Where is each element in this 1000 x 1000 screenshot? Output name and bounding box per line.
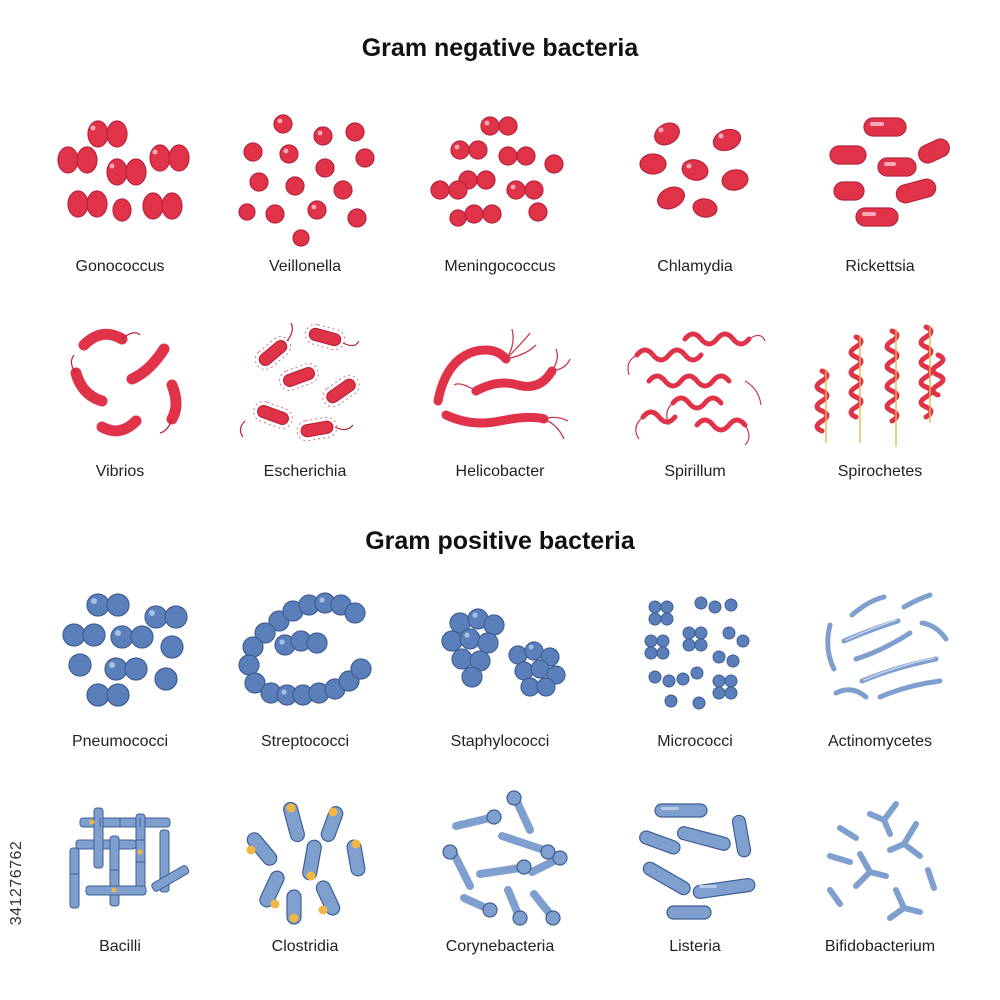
diplococci-cluster-icon — [57, 120, 190, 222]
cocci-scatter-icon — [238, 114, 375, 247]
bacteria-card-gonococcus: Gonococcus — [30, 110, 210, 290]
short-rods-icon — [829, 117, 950, 227]
bacteria-card-corynebacteria: Corynebacteria — [410, 790, 590, 970]
bacteria-label: Clostridia — [271, 938, 339, 955]
bacteria-label: Escherichia — [263, 463, 347, 480]
bacteria-label: Bifidobacterium — [824, 938, 936, 955]
curved-rods-icon — [70, 328, 182, 437]
diplococci-group-icon — [430, 116, 564, 227]
stock-id-text: 341276762 — [8, 840, 25, 926]
bacteria-card-helicobacter: Helicobacter — [410, 315, 590, 495]
bacteria-card-listeria: Listeria — [605, 790, 785, 970]
bacteria-label: Pneumococci — [71, 733, 169, 750]
spore-rods-icon — [246, 801, 366, 925]
thin-filaments-icon — [825, 592, 949, 700]
bacteria-card-meningococcus: Meningococcus — [410, 110, 590, 290]
gram-negative-title: Gram negative bacteria — [361, 34, 639, 62]
bacteria-label: Chlamydia — [657, 258, 733, 275]
bacteria-label: Meningococcus — [444, 258, 556, 275]
smooth-rods-icon — [639, 803, 756, 920]
bacteria-label: Veillonella — [268, 258, 342, 275]
wavy-spirals-icon — [627, 331, 766, 446]
bacteria-label: Micrococci — [657, 733, 733, 750]
bacteria-card-streptococci: Streptococci — [215, 585, 395, 765]
bacteria-card-rickettsia: Rickettsia — [790, 110, 970, 290]
bacteria-label: Spirochetes — [837, 463, 923, 480]
bacteria-card-staphylococci: Staphylococci — [410, 585, 590, 765]
bacteria-card-chlamydia: Chlamydia — [605, 110, 785, 290]
bacteria-label: Listeria — [669, 938, 721, 955]
bacteria-label: Streptococci — [260, 733, 350, 750]
oval-cells-icon — [639, 122, 749, 218]
tetrad-cocci-icon — [644, 596, 750, 710]
bacteria-card-spirochetes: Spirochetes — [790, 315, 970, 495]
bacteria-label: Gonococcus — [75, 258, 165, 275]
bacteria-card-pneumococci: Pneumococci — [30, 585, 210, 765]
bacteria-card-vibrios: Vibrios — [30, 315, 210, 495]
bacteria-label: Corynebacteria — [445, 938, 555, 955]
cocci-chains-icon — [238, 592, 372, 706]
bacteria-label: Vibrios — [95, 463, 145, 480]
branched-rods-icon — [827, 801, 937, 921]
bacteria-card-actinomycetes: Actinomycetes — [790, 585, 970, 765]
bacteria-card-bifidobacterium: Bifidobacterium — [790, 790, 970, 970]
bacteria-card-bacilli: Bacilli — [30, 790, 210, 970]
bacteria-label: Bacilli — [99, 938, 141, 955]
gram-positive-title: Gram positive bacteria — [365, 527, 635, 555]
bacteria-card-spirillum: Spirillum — [605, 315, 785, 495]
rod-chains-icon — [69, 807, 190, 909]
club-rods-icon — [442, 790, 568, 926]
flagellated-rods-icon — [239, 322, 360, 442]
bacteria-card-escherichia: Escherichia — [215, 315, 395, 495]
bacteria-card-clostridia: Clostridia — [215, 790, 395, 970]
spiral-flagellate-icon — [433, 328, 571, 440]
coiled-spirals-icon — [814, 324, 946, 447]
bacteria-label: Actinomycetes — [827, 733, 933, 750]
bacteria-card-micrococci: Micrococci — [605, 585, 785, 765]
stock-id-watermark: 341276762 — [4, 768, 30, 998]
bacteria-card-veillonella: Veillonella — [215, 110, 395, 290]
bacteria-label: Rickettsia — [845, 258, 915, 275]
bacteria-label: Staphylococci — [450, 733, 550, 750]
bacteria-label: Helicobacter — [455, 463, 545, 480]
grape-clusters-icon — [441, 608, 566, 697]
cocci-pairs-icon — [62, 593, 188, 707]
bacteria-label: Spirillum — [664, 463, 726, 480]
